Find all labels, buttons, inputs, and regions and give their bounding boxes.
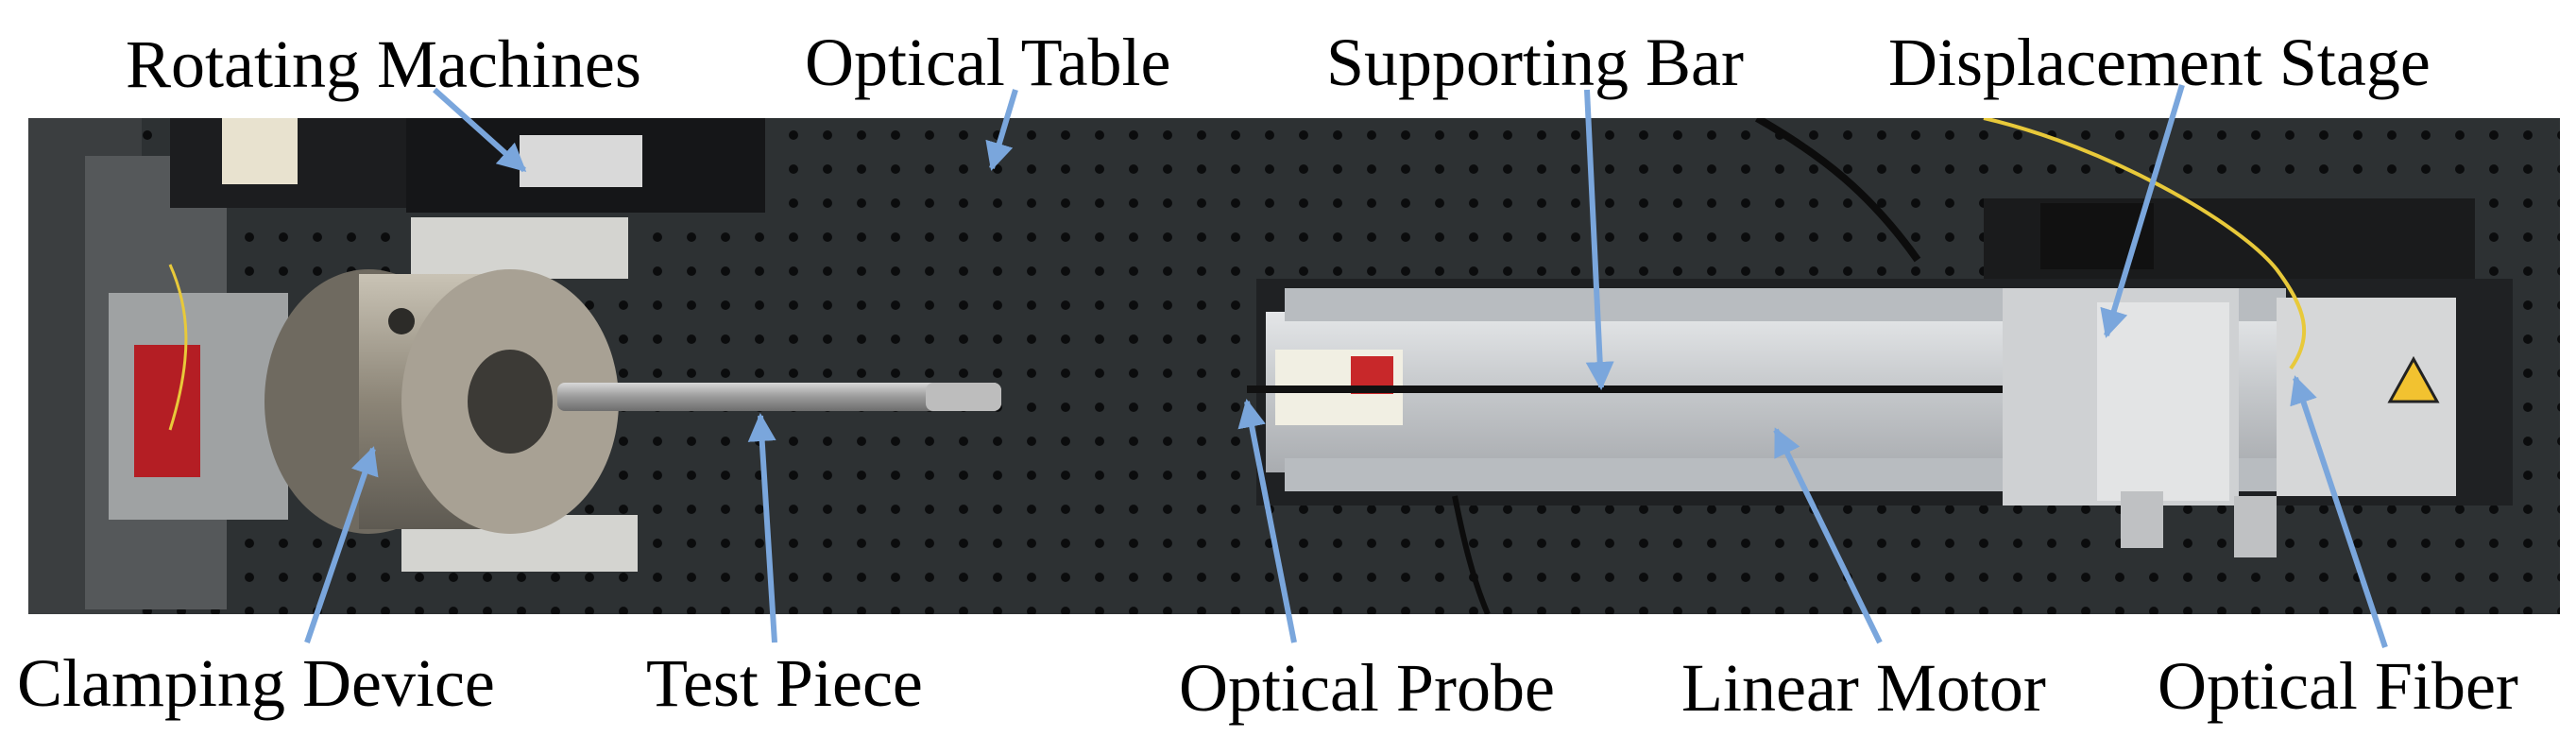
arrow-icon xyxy=(304,446,379,643)
motor-sticker xyxy=(520,135,642,187)
arrow-icon xyxy=(747,413,777,643)
supporting-bar xyxy=(1247,386,2116,393)
arrow-icon xyxy=(2100,84,2185,338)
arrow-icon xyxy=(432,87,527,173)
label-linear-motor: Linear Motor xyxy=(1681,650,2046,726)
arrow-icon xyxy=(985,89,1018,171)
cable-lower xyxy=(1452,495,1491,614)
arrow-icon xyxy=(1773,427,1883,644)
cable-bundle xyxy=(1755,118,1921,263)
test-piece-rod xyxy=(557,383,1001,411)
fiber-left xyxy=(168,264,188,431)
label-clamping-device: Clamping Device xyxy=(17,645,495,721)
label-displacement-stage: Displacement Stage xyxy=(1888,25,2431,100)
arrow-icon xyxy=(2290,375,2388,648)
optical-fiber xyxy=(1983,118,2307,370)
chuck-bore xyxy=(468,350,553,454)
motor-body xyxy=(170,118,435,208)
mount-plate-top xyxy=(411,217,628,279)
apparatus-photo xyxy=(28,118,2560,614)
arrow-icon xyxy=(1584,89,1614,390)
arrow-icon xyxy=(1237,399,1297,643)
stage-knob-1 xyxy=(2121,491,2163,548)
caution-triangle xyxy=(2387,355,2440,403)
label-optical-probe: Optical Probe xyxy=(1179,650,1555,726)
label-supporting-bar: Supporting Bar xyxy=(1326,25,1744,100)
clamp-red-label xyxy=(134,345,200,477)
stage-knob-2 xyxy=(2234,496,2277,557)
chuck-screw xyxy=(388,308,415,334)
label-rotating-machines: Rotating Machines xyxy=(126,26,641,102)
label-optical-fiber: Optical Fiber xyxy=(2158,648,2518,724)
test-piece-tip xyxy=(926,383,1001,411)
label-test-piece: Test Piece xyxy=(646,645,923,721)
label-optical-table: Optical Table xyxy=(805,25,1171,100)
motor-cap xyxy=(222,118,298,184)
